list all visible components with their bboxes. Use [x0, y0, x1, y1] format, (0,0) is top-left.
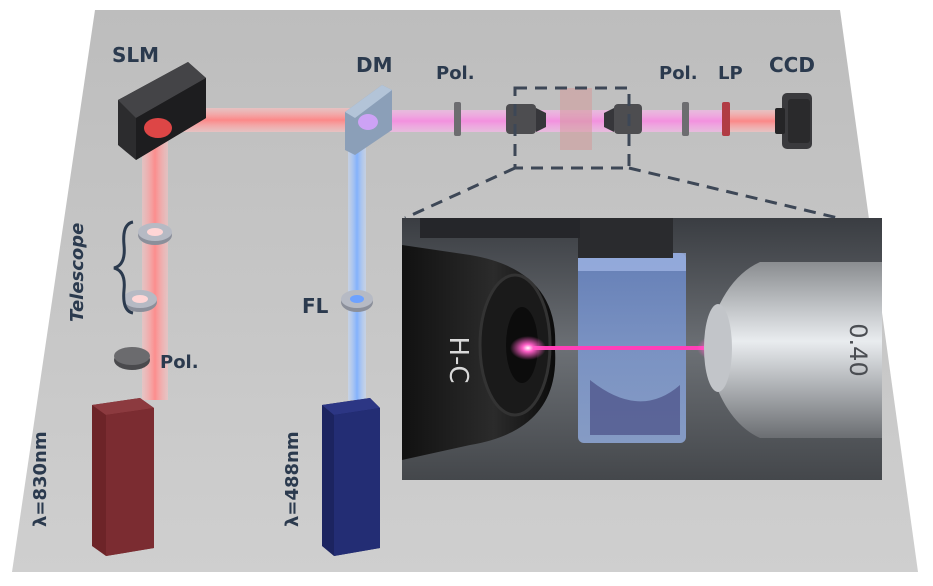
label-laser-830: λ=830nm — [30, 431, 51, 527]
combined-beam — [368, 110, 618, 132]
polarizer-3 — [114, 347, 150, 370]
polarizer-2 — [682, 102, 689, 136]
blue-beam-vertical — [348, 125, 366, 400]
laser-488nm — [322, 398, 380, 556]
label-long-pass: LP — [718, 63, 743, 84]
slm — [118, 62, 206, 160]
label-polarizer-3: Pol. — [160, 352, 199, 373]
zoom-line-left — [404, 166, 516, 220]
label-polarizer-2: Pol. — [659, 63, 698, 84]
dichroic-mirror — [345, 85, 392, 155]
long-pass-filter — [722, 102, 730, 136]
red-beam-to-ccd — [725, 110, 785, 132]
telescope-brace — [113, 220, 134, 315]
objective-engraving-left: H-C — [443, 336, 473, 383]
label-slm: SLM — [112, 43, 160, 67]
focusing-lens — [341, 290, 373, 312]
objective-engraving-right: 0.40 — [844, 323, 872, 376]
label-focusing-lens: FL — [302, 294, 329, 318]
inset-photo: H-C 0.40 — [402, 218, 882, 480]
polarizer-1 — [454, 102, 461, 136]
laser-830nm — [92, 398, 154, 556]
zoom-line-right — [628, 166, 839, 220]
label-ccd: CCD — [769, 53, 815, 77]
telescope-lens-1 — [138, 223, 172, 245]
sample — [560, 88, 592, 150]
ccd-camera — [775, 93, 812, 149]
label-polarizer-1: Pol. — [436, 63, 475, 84]
label-telescope: Telescope — [67, 222, 88, 322]
label-laser-488: λ=488nm — [282, 431, 303, 527]
sample-highlight-box — [513, 86, 631, 170]
telescope-lens-2 — [123, 290, 157, 312]
beam-after-sample — [618, 110, 728, 132]
label-dm: DM — [356, 53, 393, 77]
